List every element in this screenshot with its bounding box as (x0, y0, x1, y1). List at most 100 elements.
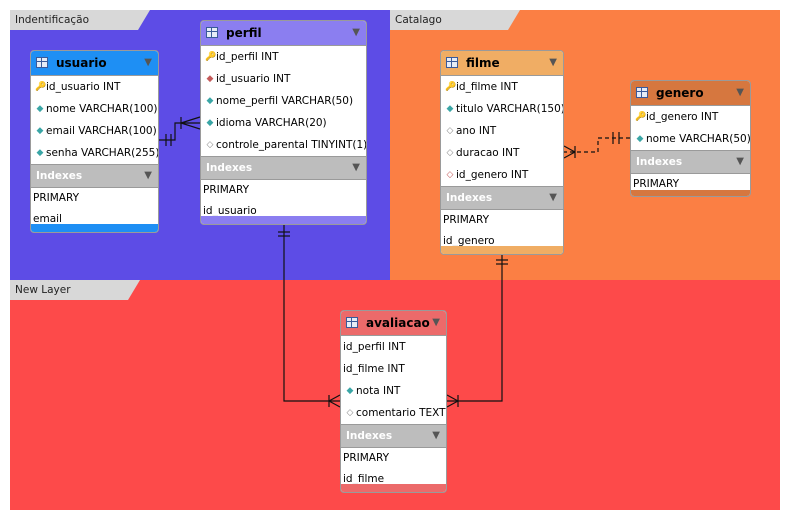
table-name: filme (466, 56, 500, 70)
column-row[interactable]: ◇id_genero INT (441, 164, 563, 186)
column-row[interactable]: ◆nome_perfil VARCHAR(50) (201, 90, 366, 112)
column-row[interactable]: ◇ano INT (441, 120, 563, 142)
column-row[interactable]: id_filme INT (341, 358, 446, 380)
column-row[interactable]: ◇duracao INT (441, 142, 563, 164)
column-row[interactable]: ◆nota INT (341, 380, 446, 402)
table-usuario[interactable]: usuario ▼ 🔑id_usuario INT ◆nome VARCHAR(… (30, 50, 159, 233)
table-icon (446, 57, 458, 68)
key-icon: 🔑 (35, 82, 47, 92)
column-label: titulo VARCHAR(150) (456, 103, 564, 115)
column-label: idioma VARCHAR(20) (216, 117, 327, 129)
table-header[interactable]: perfil ▼ (201, 21, 366, 46)
indexes-header[interactable]: Indexes ▼ (631, 150, 750, 174)
layer-identificacao-label: Indentificação (10, 10, 150, 30)
key-icon: 🔑 (635, 112, 647, 122)
indexes-header[interactable]: Indexes▼ (341, 424, 446, 448)
index-row[interactable]: email (33, 213, 62, 225)
collapse-arrow-icon[interactable]: ▼ (549, 192, 557, 203)
collapse-arrow-icon[interactable]: ▼ (432, 317, 440, 328)
column-label: nome_perfil VARCHAR(50) (216, 95, 354, 107)
column-label: id_genero INT (646, 111, 719, 123)
column-row[interactable]: 🔑id_filme INT (441, 76, 563, 98)
collapse-arrow-icon[interactable]: ▼ (736, 87, 744, 98)
relationship-perfil-avaliacao (283, 225, 341, 402)
index-row[interactable]: id_usuario (203, 205, 257, 217)
table-genero[interactable]: genero ▼ 🔑id_genero INT ◆nome VARCHAR(50… (630, 80, 751, 197)
table-filme[interactable]: filme ▼ 🔑id_filme INT ◆titulo VARCHAR(15… (440, 50, 564, 255)
not-null-diamond-icon: ◆ (446, 104, 454, 114)
column-label: nome VARCHAR(100) (46, 103, 158, 115)
not-null-diamond-icon: ◆ (206, 118, 214, 128)
column-row[interactable]: ◇controle_parental TINYINT(1) (201, 134, 366, 156)
column-row[interactable]: 🔑id_perfil INT (201, 46, 366, 68)
not-null-diamond-icon: ◆ (206, 96, 214, 106)
column-row[interactable]: 🔑id_genero INT (631, 106, 750, 128)
column-label: ano INT (456, 125, 497, 137)
indexes-label: Indexes (446, 192, 493, 204)
table-avaliacao[interactable]: avaliacao ▼ id_perfil INT id_filme INT ◆… (340, 310, 447, 493)
not-null-diamond-icon: ◆ (636, 134, 644, 144)
index-row[interactable]: id_genero (443, 235, 495, 247)
table-perfil[interactable]: perfil ▼ 🔑id_perfil INT ◆id_usuario INT … (200, 20, 367, 225)
indexes-label: Indexes (636, 156, 683, 168)
nullable-diamond-icon: ◇ (206, 140, 214, 150)
column-row[interactable]: ◆email VARCHAR(100) (31, 120, 158, 142)
collapse-arrow-icon[interactable]: ▼ (736, 156, 744, 167)
table-name: perfil (226, 26, 262, 40)
key-icon: 🔑 (205, 52, 217, 62)
column-row[interactable]: 🔑id_usuario INT (31, 76, 158, 98)
table-header[interactable]: avaliacao ▼ (341, 311, 446, 336)
index-row[interactable]: id_filme (343, 473, 385, 485)
collapse-arrow-icon[interactable]: ▼ (352, 162, 360, 173)
column-row[interactable]: ◆nome VARCHAR(50) (631, 128, 750, 150)
index-row[interactable]: PRIMARY (33, 192, 80, 204)
index-row[interactable]: PRIMARY (343, 452, 390, 464)
not-null-diamond-icon: ◆ (346, 386, 354, 396)
relationship-genero-filme (563, 137, 630, 153)
table-icon (346, 317, 358, 328)
table-footer (201, 216, 366, 224)
indexes-header[interactable]: Indexes▼ (31, 164, 158, 188)
column-label: id_usuario INT (216, 73, 291, 85)
column-row[interactable]: id_perfil INT (341, 336, 446, 358)
foreign-key-diamond-icon: ◆ (206, 74, 214, 84)
collapse-arrow-icon[interactable]: ▼ (549, 57, 557, 68)
nullable-diamond-icon: ◇ (446, 126, 454, 136)
collapse-arrow-icon[interactable]: ▼ (352, 27, 360, 38)
table-name: avaliacao (366, 316, 430, 330)
column-label: nome VARCHAR(50) (646, 133, 751, 145)
column-row[interactable]: ◆idioma VARCHAR(20) (201, 112, 366, 134)
column-row[interactable]: ◆nome VARCHAR(100) (31, 98, 158, 120)
column-label: id_usuario INT (46, 81, 121, 93)
table-footer (631, 190, 750, 196)
not-null-diamond-icon: ◆ (36, 126, 44, 136)
nullable-diamond-icon: ◇ (446, 148, 454, 158)
index-row[interactable]: PRIMARY (443, 214, 490, 226)
indexes-header[interactable]: Indexes▼ (201, 156, 366, 180)
column-label: id_perfil INT (343, 341, 406, 353)
not-null-diamond-icon: ◆ (36, 148, 44, 158)
column-row[interactable]: ◇comentario TEXT (341, 402, 446, 424)
collapse-arrow-icon[interactable]: ▼ (144, 57, 152, 68)
column-row[interactable]: ◆id_usuario INT (201, 68, 366, 90)
collapse-arrow-icon[interactable]: ▼ (432, 430, 440, 441)
table-footer (441, 246, 563, 254)
column-label: id_genero INT (456, 169, 529, 181)
column-row[interactable]: ◆titulo VARCHAR(150) (441, 98, 563, 120)
nullable-diamond-icon: ◇ (346, 408, 354, 418)
collapse-arrow-icon[interactable]: ▼ (144, 170, 152, 181)
table-header[interactable]: genero ▼ (631, 81, 750, 106)
column-label: id_filme INT (343, 363, 405, 375)
index-row[interactable]: PRIMARY (633, 178, 680, 190)
not-null-diamond-icon: ◆ (36, 104, 44, 114)
table-header[interactable]: usuario ▼ (31, 51, 158, 76)
key-icon: 🔑 (445, 82, 457, 92)
index-row[interactable]: PRIMARY (203, 184, 250, 196)
table-name: usuario (56, 56, 107, 70)
column-row[interactable]: ◆senha VARCHAR(255) (31, 142, 158, 164)
table-header[interactable]: filme ▼ (441, 51, 563, 76)
table-footer (341, 484, 446, 492)
column-label: senha VARCHAR(255) (46, 147, 159, 159)
table-icon (206, 27, 218, 38)
indexes-header[interactable]: Indexes ▼ (441, 186, 563, 210)
